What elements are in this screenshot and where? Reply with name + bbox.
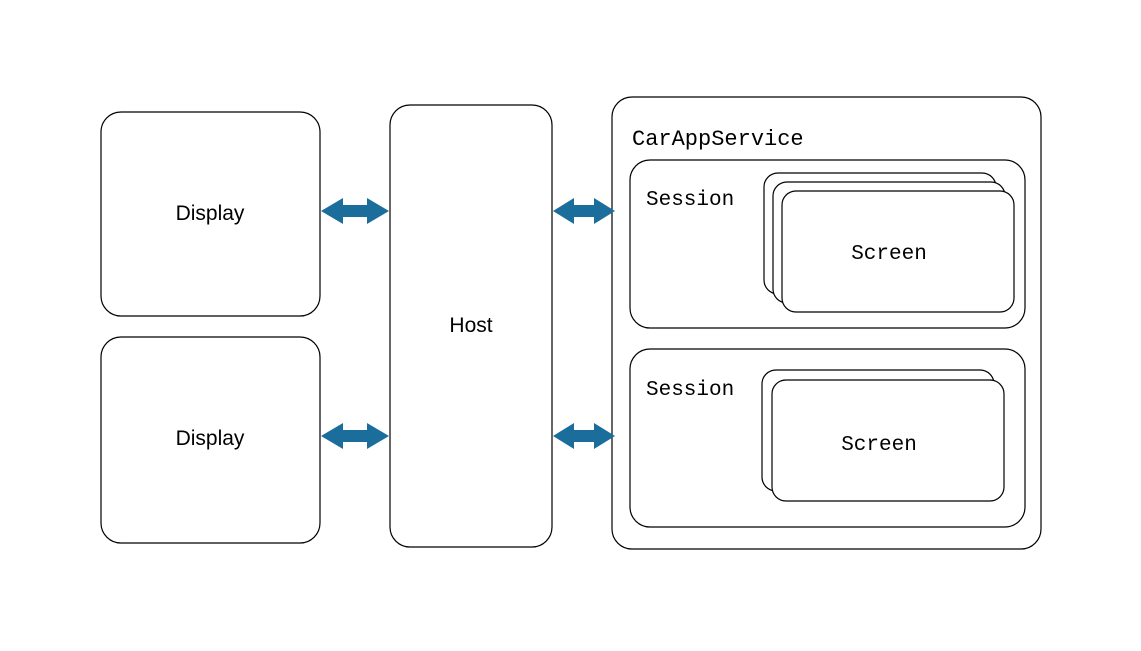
- arrow-host-to-session-bottom: [553, 423, 615, 449]
- arrow-display-top-to-host: [321, 198, 389, 224]
- node-display-bottom[interactable]: Display: [100, 336, 321, 544]
- arrow-display-bottom-to-host: [321, 423, 389, 449]
- screen-card-front[interactable]: [771, 379, 1005, 502]
- double-arrow-icon: [321, 198, 389, 224]
- screen-stack-top[interactable]: Screen: [763, 172, 1015, 313]
- double-arrow-icon: [321, 423, 389, 449]
- arrow-host-to-session-top: [553, 198, 615, 224]
- display-bottom-box[interactable]: [100, 336, 321, 544]
- display-top-box[interactable]: [100, 111, 321, 317]
- display-bottom-label: Display: [176, 427, 245, 450]
- car-app-service-label: CarAppService: [632, 127, 804, 152]
- session-top-label: Session: [646, 189, 734, 212]
- session-bottom-label: Session: [646, 379, 734, 402]
- node-host[interactable]: Host: [389, 104, 553, 548]
- double-arrow-icon: [553, 198, 615, 224]
- display-top-label: Display: [176, 202, 245, 225]
- node-display-top[interactable]: Display: [100, 111, 321, 317]
- host-label: Host: [449, 314, 492, 337]
- host-box[interactable]: [389, 104, 553, 548]
- screen-card-front[interactable]: [781, 190, 1015, 313]
- screen-bottom-label: Screen: [841, 434, 917, 457]
- node-session-top[interactable]: Session Screen: [629, 159, 1026, 329]
- node-session-bottom[interactable]: Session Screen: [629, 348, 1026, 528]
- screen-stack-bottom[interactable]: Screen: [761, 369, 1005, 502]
- double-arrow-icon: [553, 423, 615, 449]
- screen-top-label: Screen: [851, 243, 927, 266]
